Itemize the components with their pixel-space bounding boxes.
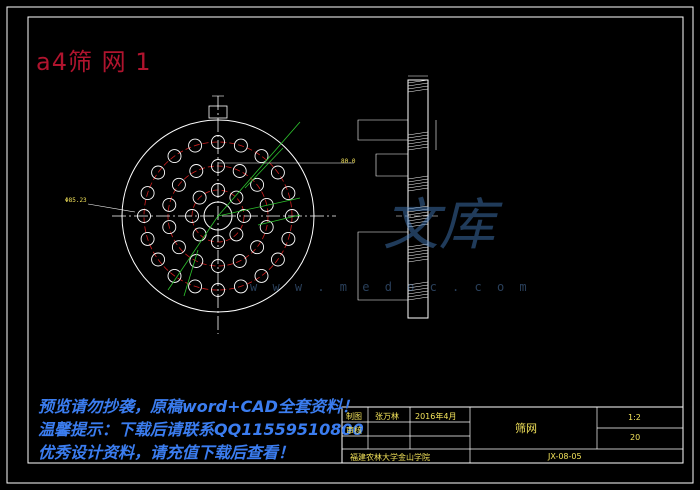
sieve-hole <box>185 209 199 223</box>
note-line-2: 温馨提示：下载后请联系QQ11559510800 <box>38 420 364 439</box>
sieve-hole <box>192 190 207 205</box>
note-line-1: 预览请勿抄袭，原稿word+CAD全套资料！ <box>38 397 358 416</box>
top-slot <box>208 105 228 119</box>
sieve-hole <box>211 235 225 249</box>
sieve-hole <box>211 283 225 297</box>
watermark-url: w w w . m e d o c . c o m <box>250 280 531 294</box>
sieve-hole <box>211 135 225 149</box>
designer-label: 制图 <box>346 412 362 421</box>
leader-4 <box>244 147 284 189</box>
date: 2016年4月 <box>415 412 457 421</box>
sieve-hole <box>167 149 182 164</box>
hatch-block <box>407 205 429 228</box>
side-body <box>407 79 429 319</box>
outer-frame <box>6 6 694 484</box>
sieve-hole <box>151 252 166 267</box>
sieve-hole <box>162 220 177 235</box>
hatch-block <box>407 175 429 192</box>
sieve-hole <box>211 159 225 173</box>
sieve-hole <box>151 165 166 180</box>
side-view <box>357 75 440 319</box>
designer-name: 张万林 <box>375 412 399 421</box>
drawing-title: a4筛 网 1 <box>36 48 152 76</box>
leader-6 <box>257 214 301 226</box>
sieve-hole <box>188 138 203 153</box>
sieve-hole <box>254 268 269 283</box>
leader-3 <box>217 197 301 217</box>
leader-2 <box>167 215 219 291</box>
hatch-block <box>407 243 429 263</box>
sieve-hole <box>232 254 247 268</box>
note-line-3: 优秀设计资料，请充值下载后查看！ <box>38 443 295 462</box>
hatch-block <box>407 281 429 301</box>
dim-bracket-3 <box>357 231 408 301</box>
sieve-hole <box>233 279 248 294</box>
school-name: 福建农林大学金山学院 <box>350 453 430 462</box>
checker-label: 审核 <box>346 426 362 435</box>
scale: 1:2 <box>628 413 641 422</box>
hatch-block <box>407 131 429 151</box>
quantity: 20 <box>630 433 641 442</box>
sieve-hole <box>270 252 285 267</box>
section-hatches <box>407 79 429 301</box>
sieve-hole <box>211 259 225 273</box>
sieve-hole <box>192 227 207 242</box>
sieve-hole <box>250 177 265 192</box>
dim-bracket-1 <box>357 119 408 141</box>
sieve-hole <box>233 138 248 153</box>
sieve-hole <box>270 165 285 180</box>
sieve-hole <box>285 209 299 223</box>
sieve-hole <box>229 227 244 242</box>
sieve-hole <box>140 186 155 201</box>
sieve-hole <box>259 197 274 212</box>
sieve-hole <box>250 240 265 255</box>
part-name: 筛网 <box>515 422 537 435</box>
hatch-block <box>407 79 429 93</box>
watermark-logo-text: 文库 <box>383 193 495 258</box>
sieve-hole <box>171 240 186 255</box>
dim-right-label: 80.0 <box>341 158 356 165</box>
sieve-hole <box>259 220 274 235</box>
sieve-hole <box>237 209 251 223</box>
drawing-number: JX-08-05 <box>548 452 582 461</box>
sieve-hole <box>162 197 177 212</box>
sieve-hole <box>281 186 296 201</box>
dim-diameter-label: Φ85.23 <box>65 197 87 204</box>
sieve-hole <box>188 279 203 294</box>
sieve-hole <box>232 164 247 178</box>
title-block-frame <box>341 406 684 464</box>
sieve-hole <box>140 231 155 246</box>
front-view <box>87 95 354 334</box>
sieve-hole <box>167 268 182 283</box>
sieve-hole <box>171 177 186 192</box>
dim-bracket-2 <box>375 153 408 177</box>
sieve-hole <box>254 149 269 164</box>
dim-line-left <box>87 203 136 213</box>
sieve-hole <box>229 190 244 205</box>
sieve-holes <box>137 135 299 297</box>
leader-1 <box>217 121 301 217</box>
sieve-hole <box>281 231 296 246</box>
sieve-hole <box>137 209 151 223</box>
sieve-hole <box>211 183 225 197</box>
leader-5 <box>183 249 199 297</box>
sieve-hole <box>189 164 204 178</box>
